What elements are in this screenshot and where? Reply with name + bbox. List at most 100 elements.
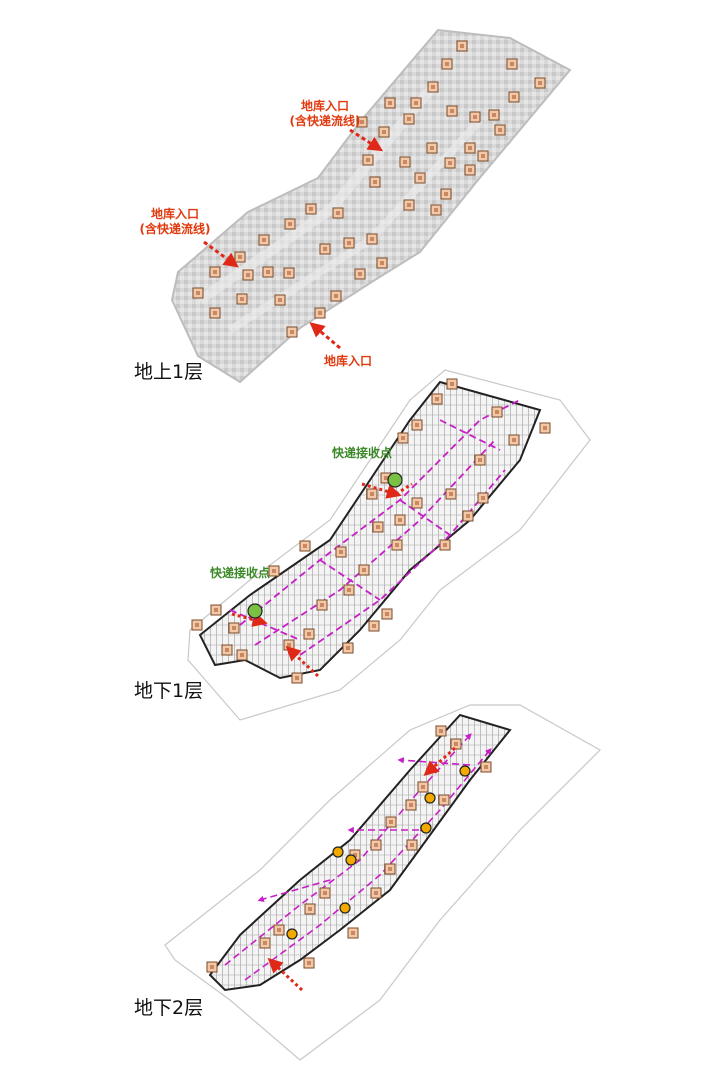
building-core-icon — [376, 257, 388, 269]
building-core-icon — [403, 113, 415, 125]
building-core-icon — [210, 604, 222, 616]
building-core-icon — [303, 957, 315, 969]
garage-entry-label-left: 地库入口 — [151, 206, 199, 221]
building-core-icon — [508, 434, 520, 446]
building-core-icon — [236, 649, 248, 661]
express-pickup-dot-icon — [387, 472, 403, 488]
express-pickup-label-top: 快递接收点 — [332, 445, 392, 460]
building-core-icon — [506, 58, 518, 70]
building-core-icon — [228, 622, 240, 634]
building-core-icon — [274, 294, 286, 306]
building-core-icon — [456, 40, 468, 52]
garage-entry-arrow-top — [349, 128, 384, 152]
building-core-icon — [488, 109, 500, 121]
building-core-icon — [450, 738, 462, 750]
elevator-core-dot-icon — [420, 822, 432, 834]
building-core-icon — [283, 639, 295, 651]
building-core-icon — [414, 172, 426, 184]
ramp-arrow-b2-top — [423, 746, 456, 776]
building-core-icon — [209, 266, 221, 278]
building-core-icon — [410, 97, 422, 109]
building-core-icon — [391, 539, 403, 551]
level-basement-1: 快递接收点 快递接收点 地下1层 — [134, 369, 591, 721]
building-core-icon — [347, 927, 359, 939]
building-core-icon — [430, 204, 442, 216]
basement-1-footprint — [198, 380, 542, 680]
building-core-icon — [384, 97, 396, 109]
basement-2-building-markers — [206, 725, 492, 973]
building-core-icon — [462, 510, 474, 522]
garage-entry-arrow-left — [203, 240, 239, 268]
building-core-icon — [291, 672, 303, 684]
building-core-icon — [236, 293, 248, 305]
level-basement-2: 地下2层 — [134, 704, 601, 1061]
building-core-icon — [381, 608, 393, 620]
building-core-icon — [343, 237, 355, 249]
building-core-icon — [369, 176, 381, 188]
building-core-icon — [191, 619, 203, 631]
building-core-icon — [372, 521, 384, 533]
building-core-icon — [286, 326, 298, 338]
building-core-icon — [370, 839, 382, 851]
building-core-icon — [209, 307, 221, 319]
elevator-core-dot-icon — [339, 902, 351, 914]
building-core-icon — [494, 124, 506, 136]
ramp-arrow-b1 — [285, 645, 320, 678]
building-core-icon — [366, 488, 378, 500]
building-core-icon — [405, 799, 417, 811]
elevator-core-dot-icon — [345, 854, 357, 866]
building-core-icon — [446, 378, 458, 390]
building-core-icon — [477, 150, 489, 162]
level-label-b1: 地下1层 — [134, 680, 203, 702]
building-core-icon — [406, 839, 418, 851]
level-label-b2: 地下2层 — [134, 997, 203, 1019]
building-core-icon — [441, 58, 453, 70]
building-core-icon — [316, 599, 328, 611]
building-core-icon — [319, 887, 331, 899]
building-core-icon — [356, 116, 368, 128]
level-label-ground: 地上1层 — [134, 361, 203, 383]
building-core-icon — [384, 863, 396, 875]
building-core-icon — [192, 287, 204, 299]
elevator-core-dot-icon — [332, 846, 344, 858]
building-core-icon — [444, 157, 456, 169]
building-core-icon — [426, 142, 438, 154]
building-core-icon — [469, 111, 481, 123]
building-core-icon — [464, 164, 476, 176]
building-core-icon — [394, 514, 406, 526]
elevator-core-dot-icon — [424, 792, 436, 804]
building-core-icon — [358, 564, 370, 576]
garage-entry-arrow-bottom — [309, 322, 341, 350]
garage-entry-sub-left: (含快递流线) — [140, 221, 211, 236]
building-core-icon — [354, 268, 366, 280]
building-core-icon — [464, 142, 476, 154]
level-ground-floor: 地库入口 (含快递流线) 地库入口 (含快递流线) 地库入口 地上1层 — [134, 28, 572, 384]
building-core-icon — [332, 207, 344, 219]
building-core-icon — [534, 77, 546, 89]
garage-entry-label-top: 地库入口 — [301, 98, 349, 113]
building-core-icon — [411, 419, 423, 431]
building-core-icon — [431, 393, 443, 405]
building-core-icon — [446, 105, 458, 117]
ground-floor-building-markers — [192, 40, 546, 338]
express-pickup-label-bottom: 快递接收点 — [210, 565, 270, 580]
building-core-icon — [221, 644, 233, 656]
building-core-icon — [539, 422, 551, 434]
building-core-icon — [283, 267, 295, 279]
building-core-icon — [438, 794, 450, 806]
building-core-icon — [491, 406, 503, 418]
building-core-icon — [435, 725, 447, 737]
building-core-icon — [303, 628, 315, 640]
building-core-icon — [268, 565, 280, 577]
building-core-icon — [399, 156, 411, 168]
building-core-icon — [445, 488, 457, 500]
express-pickup-dot-icon — [247, 603, 263, 619]
building-core-icon — [397, 432, 409, 444]
pickup-arrow-bottom — [231, 612, 268, 627]
basement-1-building-markers — [191, 378, 551, 684]
building-core-icon — [234, 251, 246, 263]
building-core-icon — [474, 454, 486, 466]
building-core-icon — [368, 620, 380, 632]
building-core-icon — [411, 497, 423, 509]
